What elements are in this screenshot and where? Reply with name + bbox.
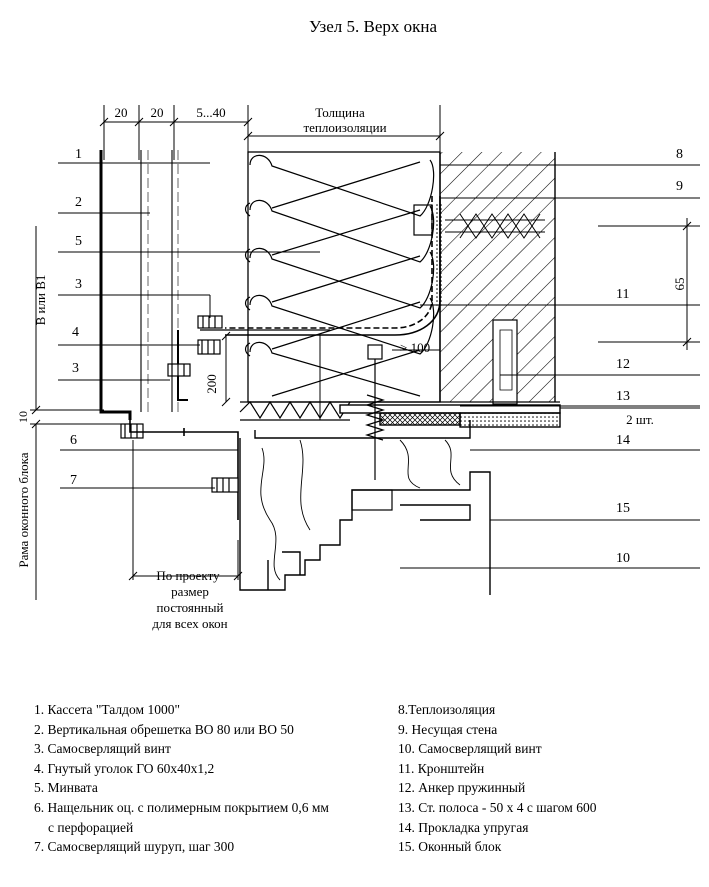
dim-thickness-line1: Толщина [315,105,365,120]
legend-item-13: 13. Ст. полоса - 50 х 4 с шагом 600 [398,799,597,815]
callout-8: 8 [676,147,683,162]
flashing [129,420,239,520]
top-dimension-chain [99,105,445,160]
legend-item-5: 5. Минвата [34,780,98,796]
callout-2: 2 [75,195,82,210]
legend-item-12: 12. Анкер пружинный [398,780,526,796]
legend-item-6-continued: с перфорацией [48,819,134,835]
note-line3: постоянный [157,600,224,615]
callout-1: 1 [75,147,82,162]
dim-5-40: 5...40 [196,105,225,120]
note-line1: По проекту [156,568,220,583]
callout-10: 10 [616,551,630,566]
callout-9: 9 [676,179,683,194]
callout-5: 5 [75,234,82,249]
note-line4: для всех окон [152,616,227,631]
dim-10-line [30,405,130,429]
legend-item-9: 9. Несущая стена [398,721,498,737]
legend-item-10: 10. Самосверлящий винт [398,741,542,757]
callout-13: 13 [616,389,630,404]
legend-left: 1. Кассета "Талдом 1000" 2. Вертикальная… [34,700,329,857]
dim-200-line [221,331,231,407]
dim-two-pcs: 2 шт. [626,412,654,427]
callout-15: 15 [616,501,630,516]
legend-item-2: 2. Вертикальная обрешетка ВО 80 или ВО 5… [34,721,294,737]
dim-65-line [598,218,700,350]
legend-item-15: 15. Оконный блок [398,839,502,855]
dim-20-a: 20 [115,105,128,120]
side-label-frame: Рама оконного блока [16,452,31,567]
legend-item-1: 1. Кассета "Талдом 1000" [34,702,180,717]
dim-200: 200 [204,374,219,394]
legend-item-4: 4. Гнутый уголок ГО 60х40х1,2 [34,760,215,776]
legend-item-14: 14. Прокладка упругая [398,819,529,835]
callout-4: 4 [72,325,79,340]
side-label-v-or-v1: В или В1 [33,275,48,326]
callout-14: 14 [616,433,630,448]
callout-7: 7 [70,473,77,488]
callout-12: 12 [616,357,630,372]
callout-3a: 3 [75,277,82,292]
left-callout-leaders [58,162,320,489]
load-bearing-wall [439,152,556,405]
dim-65: 65 [672,278,687,291]
frame-screw [211,477,239,493]
spring-anchor [364,344,386,480]
legend-item-11: 11. Кронштейн [398,760,485,776]
legend-item-8: 8.Теплоизоляция [398,702,496,717]
facade-cassette [99,150,330,420]
callout-6: 6 [70,433,77,448]
steel-strip [339,404,561,428]
right-callout-leaders [400,164,700,569]
zigzag-seal [239,400,560,421]
legend-right: 8.Теплоизоляция 9. Несущая стена 10. Сам… [398,700,596,857]
dim-10: 10 [16,411,30,423]
window-block [239,420,491,595]
self-drilling-screws [120,315,223,439]
legend-item-3: 3. Самосверлящий винт [34,741,171,757]
note-dimension-line [128,440,243,581]
dim-20-b: 20 [151,105,164,120]
legend-item-6: 6. Нащельник оц. с полимерным покрытием … [34,799,329,815]
diagram-title: Узел 5. Верх окна [309,17,438,36]
note-line2: размер [171,584,209,599]
dim-gt100: > 100 [400,340,430,355]
callout-11: 11 [616,287,629,302]
dim-thickness-line2: теплоизоляции [303,120,386,135]
thermal-insulation [244,151,441,403]
dim-gt100-arrow [319,335,440,420]
legend-item-7: 7. Самосверлящий шуруп, шаг 300 [34,839,235,855]
callout-3b: 3 [72,361,79,376]
bracket [225,196,545,336]
